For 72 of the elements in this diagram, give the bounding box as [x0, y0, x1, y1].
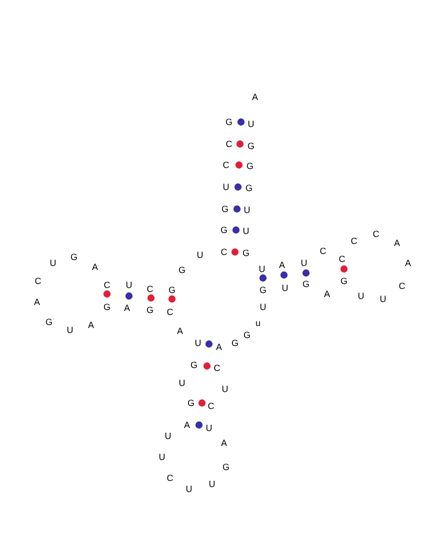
nucleotide-letter: G	[246, 161, 254, 171]
nucleotide-letter: G	[190, 360, 198, 370]
nucleotide-letter: G	[226, 117, 232, 127]
nucleotide-letter: U	[244, 205, 250, 215]
nucleotide-letter: C	[34, 276, 42, 286]
nucleotide-letter: G	[340, 276, 348, 286]
nucleotide-letter: U	[380, 294, 386, 304]
nucleotide-letter: A	[88, 320, 94, 330]
nucleotide-letter: A	[324, 289, 330, 299]
nucleotide-letter: C	[208, 401, 214, 411]
nucleotide-letter: G	[188, 398, 194, 408]
nucleotide-letter: C	[350, 236, 358, 246]
nucleotide-letter: C	[220, 247, 228, 257]
nucleotide-letter: U	[208, 479, 216, 489]
nucleotide-letter: u	[256, 318, 260, 328]
nucleotide-letter: U	[194, 338, 202, 348]
nucleotide-letter: A	[221, 438, 227, 448]
nucleotide-letter: G	[302, 279, 310, 289]
nucleotide-letter: U	[164, 431, 172, 441]
nucleotide-letter: G	[232, 338, 238, 348]
nucleotide-letter: G	[104, 302, 110, 312]
nucleotide-letter: U	[358, 291, 364, 301]
nucleotide-letter: U	[222, 384, 228, 394]
nucleotide-letter: C	[398, 281, 406, 291]
nucleotide-letter: C	[222, 160, 230, 170]
nucleotide-letter: U	[222, 182, 230, 192]
nucleotide-letter: C	[214, 363, 220, 373]
nucleotide-letter: C	[338, 254, 346, 264]
nucleotide-letter: A	[34, 297, 40, 307]
nucleotide-letter: G	[222, 462, 230, 472]
nucleotide-letter: A	[184, 420, 190, 430]
nucleotide-letter: U	[186, 484, 192, 494]
nucleotide-letter: U	[300, 258, 308, 268]
nucleotide-letter: G	[244, 330, 250, 340]
nucleotide-letter: U	[248, 119, 254, 129]
nucleotide-letter: U	[196, 250, 204, 260]
nucleotide-letter: C	[226, 139, 232, 149]
nucleotide-letter: A	[405, 258, 411, 268]
nucleotide-letter: U	[258, 264, 266, 274]
nucleotide-letter: G	[222, 204, 228, 214]
nucleotide-letter: G	[146, 305, 154, 315]
nucleotide-letter: G	[260, 285, 266, 295]
nucleotide-letter: U	[66, 325, 74, 335]
nucleotide-letter: C	[372, 229, 380, 239]
nucleotide-letter: U	[158, 452, 166, 462]
nucleotide-letter: A	[177, 326, 183, 336]
nucleotide-letter: A	[252, 92, 258, 102]
nucleotide-letter: G	[46, 317, 52, 327]
nucleotide-letter: G	[242, 248, 250, 258]
nucleotide-letter: C	[320, 246, 326, 256]
nucleotide-letter: U	[50, 258, 56, 268]
nucleotide-letter: A	[394, 238, 400, 248]
nucleotide-letter: A	[216, 342, 222, 352]
nucleotide-letter: A	[124, 303, 130, 313]
nucleotide-letter: G	[248, 141, 254, 151]
nucleotide-letter: C	[166, 473, 174, 483]
nucleotide-letter: G	[168, 285, 176, 295]
nucleotide-letter: C	[146, 284, 154, 294]
nucleotide-letter: A	[279, 260, 285, 270]
nucleotide-letter: A	[92, 262, 98, 272]
nucleotide-letter: U	[242, 226, 250, 236]
nucleotide-letter: U	[126, 280, 132, 290]
nucleotide-letter: G	[70, 252, 78, 262]
nucleotide-letter: U	[206, 423, 212, 433]
nucleotide-letter: U	[282, 283, 288, 293]
nucleotide-letter: G	[220, 225, 228, 235]
nucleotide-letter: C	[166, 307, 174, 317]
nucleotide-letter: G	[246, 183, 252, 193]
nucleotide-letter: C	[104, 280, 110, 290]
nucleotide-letter: G	[178, 265, 186, 275]
nucleotide-letter: U	[178, 378, 186, 388]
nucleotide-letter: U	[260, 302, 266, 312]
